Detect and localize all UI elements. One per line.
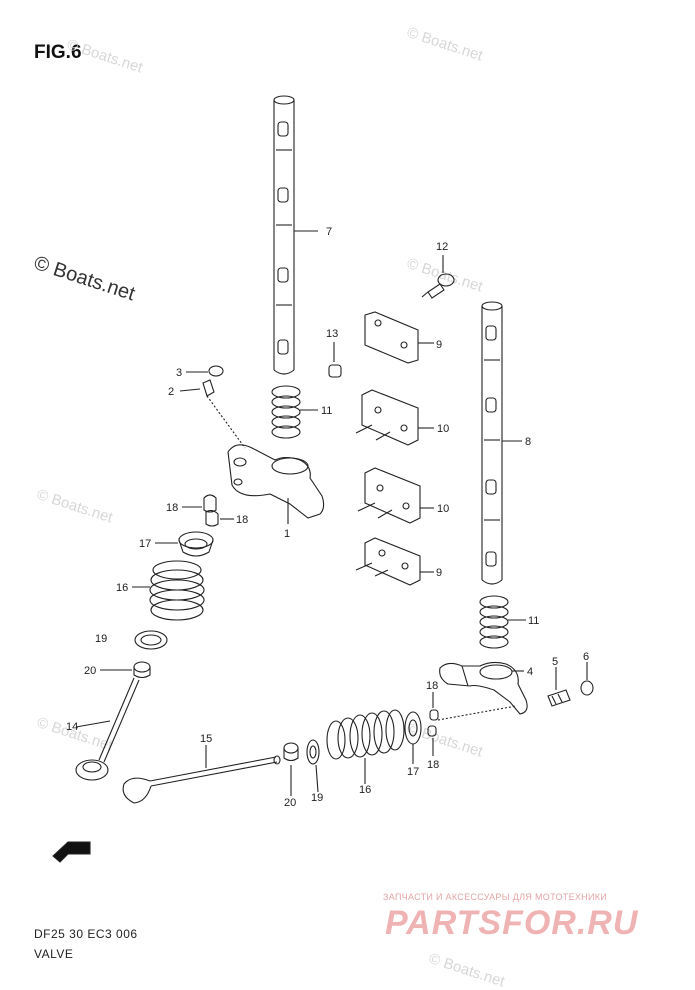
cotter-18-right — [427, 709, 439, 737]
callout-1: 1 — [284, 528, 290, 540]
stem-seal-19-left — [134, 630, 168, 650]
callout-18-right-b: 18 — [427, 759, 439, 771]
callout-11-right: 11 — [528, 615, 539, 627]
callout-9-top: 9 — [436, 339, 442, 351]
callout-8: 8 — [525, 436, 531, 448]
shop-brand: PARTSFOR.RU — [385, 904, 639, 942]
valve-guide-20-left — [133, 661, 151, 679]
callout-18-left-b: 18 — [236, 514, 248, 526]
pin-13 — [328, 364, 342, 378]
valve-15 — [122, 755, 281, 804]
callout-13: 13 — [326, 328, 338, 340]
callout-9-bottom: 9 — [436, 567, 442, 579]
adjust-screw-2 — [202, 379, 246, 449]
plate-9-bottom — [355, 537, 421, 586]
callout-10-top: 10 — [437, 423, 449, 435]
callout-19-left: 19 — [95, 633, 107, 645]
callout-18-left-a: 18 — [166, 502, 178, 514]
rocker-arm-1 — [227, 444, 325, 519]
callout-17-right: 17 — [407, 766, 419, 778]
rocker-arm-4 — [439, 661, 528, 715]
valve-guide-20-right — [283, 742, 299, 762]
rocker-shaft-8 — [481, 301, 503, 585]
plate-10-top — [355, 389, 419, 446]
callout-4: 4 — [527, 666, 533, 678]
rocker-shaft-7 — [273, 95, 295, 375]
figure-code: DF25 30 EC3 006 — [34, 927, 138, 941]
callout-15: 15 — [200, 733, 212, 745]
shop-tagline: ЗАПЧАСТИ И АКСЕССУАРЫ ДЛЯ МОТОТЕХНИКИ — [383, 892, 608, 902]
callout-7: 7 — [326, 226, 332, 238]
cotter-18-left — [203, 494, 219, 527]
retainer-17-left — [178, 531, 214, 557]
callout-5: 5 — [552, 656, 558, 668]
callout-16-left: 16 — [116, 582, 128, 594]
callout-18-right-a: 18 — [426, 680, 438, 692]
valve-14 — [75, 677, 140, 781]
spring-11-left — [271, 385, 301, 439]
callout-11-left: 11 — [321, 405, 332, 417]
lock-nut-6 — [580, 680, 594, 696]
callout-6: 6 — [583, 651, 589, 663]
callout-3: 3 — [176, 367, 182, 379]
valve-spring-16-right — [326, 709, 405, 760]
lock-nut-3 — [208, 365, 224, 377]
adjust-screw-5 — [547, 689, 571, 707]
plate-9-top — [364, 311, 419, 364]
bolt-12 — [421, 273, 455, 299]
callout-17-left: 17 — [139, 538, 151, 550]
valve-spring-16-left — [149, 560, 205, 621]
stem-seal-19-right — [306, 739, 320, 765]
callout-20-right: 20 — [284, 797, 296, 809]
callout-16-right: 16 — [359, 784, 371, 796]
callout-14: 14 — [66, 721, 78, 733]
callout-2: 2 — [168, 386, 174, 398]
figure-caption: VALVE — [34, 947, 74, 961]
retainer-17-right — [404, 711, 422, 745]
callout-20-left: 20 — [84, 665, 96, 677]
spring-11-right — [479, 595, 509, 649]
fwd-arrow-icon — [52, 841, 91, 863]
plate-10-bottom — [357, 467, 421, 524]
callout-19-right: 19 — [311, 792, 323, 804]
callout-12: 12 — [436, 241, 448, 253]
figure-title: FIG.6 — [34, 42, 82, 63]
callout-10-bottom: 10 — [437, 503, 449, 515]
